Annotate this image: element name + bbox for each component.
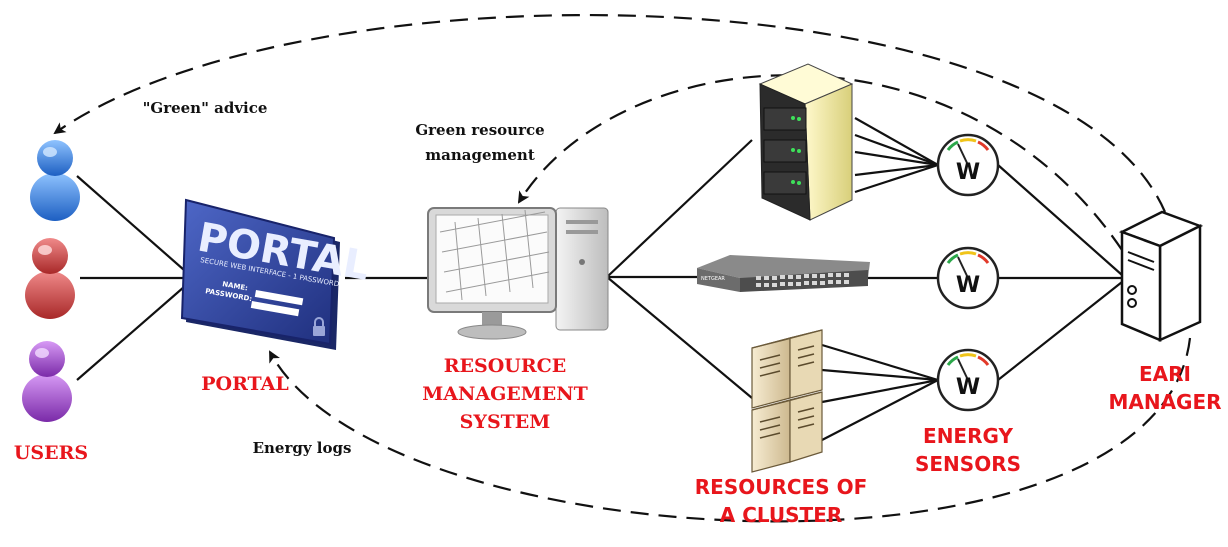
- link-rms-rack: [606, 139, 753, 278]
- cluster-servers-icon: [751, 329, 823, 473]
- label-eari-manager: EARI MANAGER: [1108, 362, 1222, 414]
- flow-green-advice: [53, 14, 1167, 213]
- user-icon-red: [25, 238, 75, 319]
- label-portal: PORTAL: [201, 373, 289, 395]
- label-users: USERS: [13, 442, 89, 464]
- link-user-blue-portal: [76, 175, 193, 278]
- annotation-green-advice: "Green" advice: [142, 99, 268, 117]
- label-energy-sensors: ENERGY SENSORS: [914, 424, 1021, 476]
- energy-meter-icon: W: [936, 133, 1000, 197]
- label-resource-management-system: RESOURCE MANAGEMENT SYSTEM: [422, 355, 588, 433]
- label-resources-of-a-cluster: RESOURCES OF A CLUSTER: [694, 475, 868, 527]
- meter-symbol: W: [956, 375, 980, 400]
- meter-symbol: W: [956, 160, 980, 185]
- network-switch-icon: NETGEAR: [697, 255, 870, 292]
- link-rms-cluster: [606, 276, 753, 399]
- link-user-purple-portal: [76, 279, 193, 381]
- meter-symbol: W: [956, 273, 980, 298]
- flow-green-resource-management: [517, 74, 1123, 251]
- energy-meter-icon: W: [936, 348, 1000, 412]
- flow-energy-logs: [269, 337, 1192, 523]
- annotation-energy-logs: Energy logs: [252, 439, 352, 457]
- manager-server-icon: [1118, 210, 1204, 342]
- energy-meter-icon: W: [936, 246, 1000, 310]
- annotation-green-resource-management: Green resource management: [415, 121, 545, 164]
- switch-brand: NETGEAR: [701, 276, 725, 282]
- connection-lines: [76, 117, 1123, 441]
- user-icon-blue: [30, 140, 80, 221]
- dashed-flows: [53, 14, 1192, 523]
- server-rack-icon: [758, 63, 854, 221]
- portal-icon: PORTAL SECURE WEB INTERFACE - 1 PASSWORD…: [180, 198, 373, 350]
- computer-icon: [427, 207, 609, 340]
- user-icon-purple: [22, 341, 72, 422]
